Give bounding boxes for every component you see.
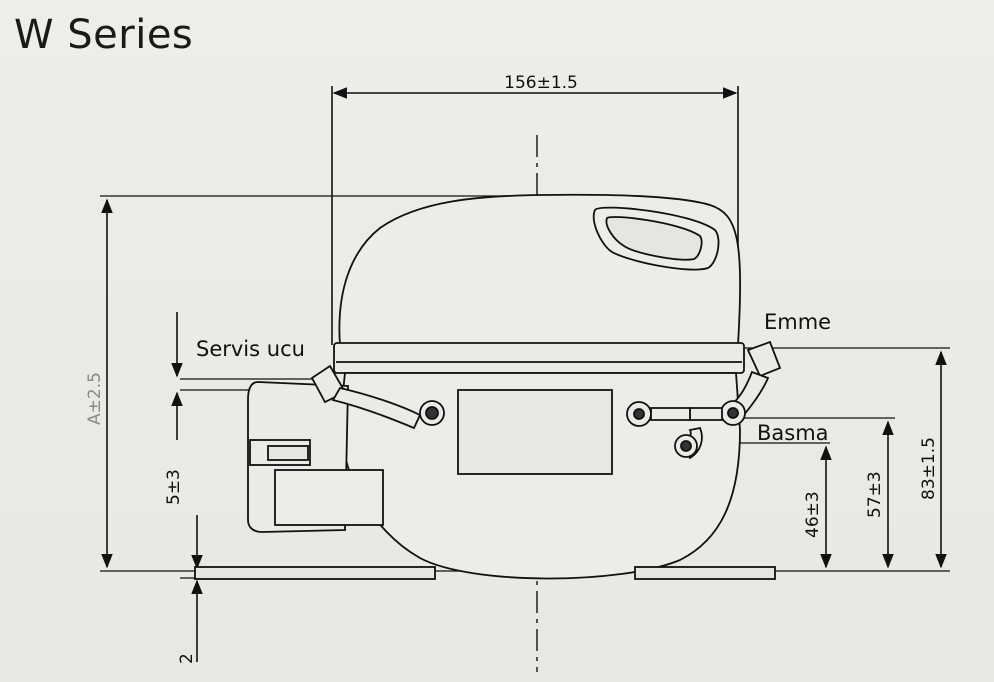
base-dimension-label: 2: [177, 653, 197, 664]
emme-low-label: 57±3: [865, 471, 885, 518]
height-dimension-label: A±2.5: [85, 372, 105, 425]
basma-label: Basma: [757, 421, 829, 445]
servis-offset-label: 5±3: [164, 469, 184, 505]
servis-tube: [310, 364, 445, 430]
basma-tube: [626, 401, 703, 460]
right-dimensions: [820, 350, 947, 569]
compressor-body: [194, 193, 776, 580]
basma-height-label: 46±3: [803, 491, 823, 538]
emme-label: Emme: [764, 310, 831, 334]
page-title: W Series: [14, 12, 194, 58]
width-dimension-label: 156±1.5: [504, 73, 578, 93]
emme-tube: [689, 340, 782, 426]
servis-label: Servis ucu: [196, 337, 305, 361]
emme-height-label: 83±1.5: [919, 437, 939, 500]
